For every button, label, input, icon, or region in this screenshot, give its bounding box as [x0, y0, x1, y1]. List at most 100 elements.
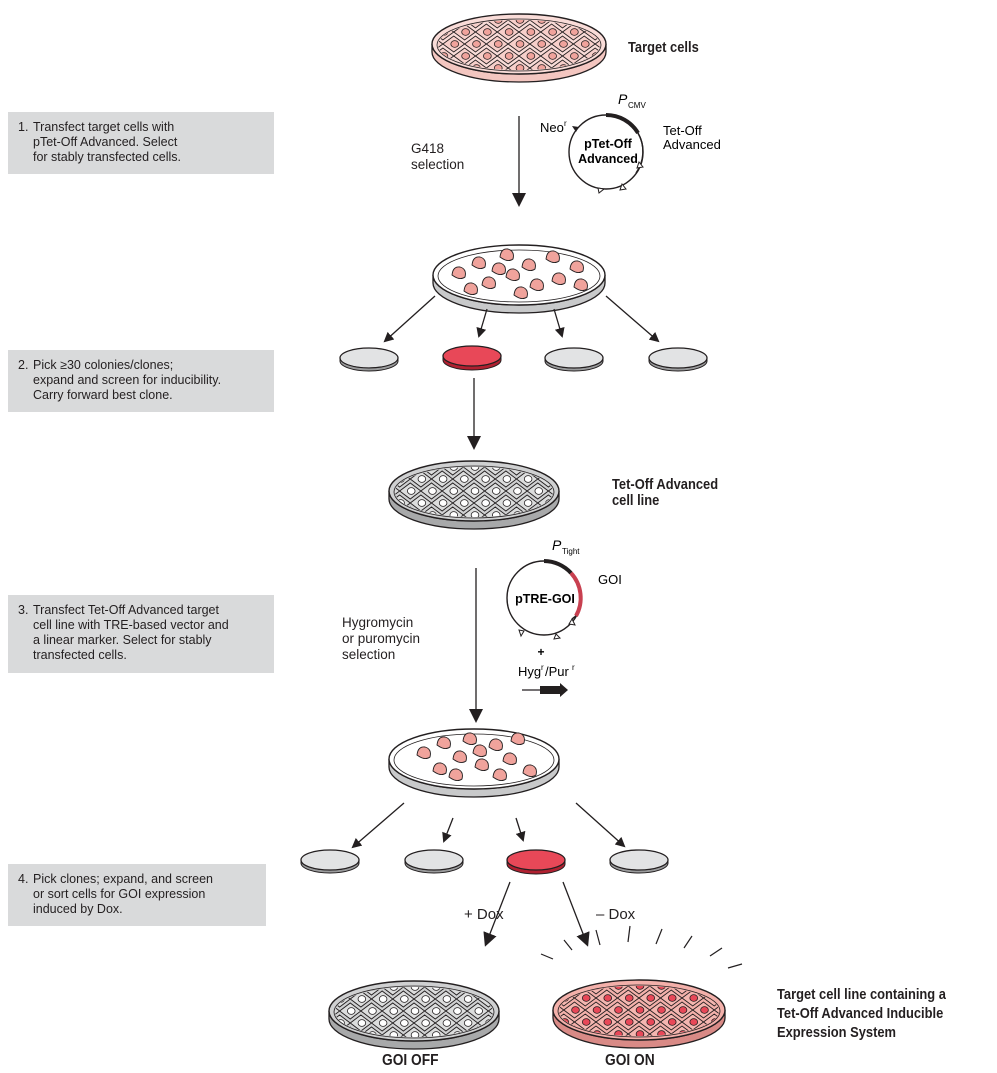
- step-text-line: a linear marker. Select for stably: [33, 633, 212, 647]
- cell-nucleus: [493, 20, 503, 24]
- cell-nucleus: [526, 28, 536, 36]
- cell-nucleus: [556, 464, 564, 471]
- cell-nucleus: [635, 1006, 645, 1014]
- plasmid1-name-line1: pTet-Off: [584, 137, 633, 151]
- cell: [606, 48, 628, 64]
- clone-plate-gray: [404, 849, 464, 874]
- cell-nucleus: [453, 1007, 462, 1015]
- tetoff-gene-line1: Tet-Off: [663, 123, 702, 138]
- cell: [335, 987, 341, 996]
- cell-nucleus: [400, 1019, 409, 1027]
- cell: [606, 24, 628, 40]
- step-text-line: expand and screen for inducibility.: [33, 373, 222, 387]
- colony-cell: [521, 258, 536, 272]
- cell-nucleus: [570, 28, 579, 36]
- cell: [381, 987, 405, 996]
- cell-nucleus: [550, 1031, 558, 1038]
- cell-nucleus: [483, 52, 492, 60]
- cell: [559, 471, 580, 487]
- tetoff-gene-line2: Advanced: [663, 137, 721, 152]
- cell-nucleus: [567, 476, 575, 483]
- cell-nucleus: [548, 28, 557, 36]
- cell-nucleus: [496, 984, 504, 991]
- colony-cell: [432, 762, 447, 776]
- plasmid2-name: pTRE-GOI: [515, 592, 575, 606]
- dish-inner-rim: [393, 465, 555, 519]
- dish-inner-rim: [557, 984, 721, 1038]
- cell-nucleus: [646, 994, 656, 1002]
- cell-nucleus: [450, 40, 460, 48]
- cell-nucleus: [515, 40, 525, 48]
- step-text-line: or sort cells for GOI expression: [33, 887, 206, 901]
- cell-nucleus: [347, 1007, 356, 1015]
- cell: [438, 20, 444, 29]
- step-text-line: Pick clones; expand, and screen: [33, 872, 213, 886]
- colony-cell: [481, 276, 496, 290]
- cell: [547, 467, 553, 476]
- cell-nucleus: [689, 1018, 699, 1026]
- cell-nucleus: [417, 499, 427, 507]
- cell-nucleus: [442, 995, 452, 1003]
- colony-cell: [573, 278, 588, 292]
- colony-cell: [451, 266, 466, 280]
- colony-cell: [545, 250, 560, 264]
- cell-nucleus: [603, 1018, 613, 1026]
- step-box-2: 2. Pick ≥30 colonies/clones; expand and …: [8, 350, 274, 412]
- cell-nucleus: [463, 995, 473, 1003]
- colony-cell: [529, 278, 544, 292]
- cell-nucleus: [635, 1030, 645, 1036]
- cell-nucleus: [581, 994, 591, 1002]
- cell-nucleus: [483, 28, 492, 36]
- colony-cell: [462, 732, 477, 746]
- promoter-cmv-label: P: [618, 91, 628, 107]
- cell: [487, 987, 493, 996]
- clone-plate-red: [442, 345, 502, 371]
- step-number: 2.: [18, 358, 29, 372]
- promoter-tight-sub: Tight: [562, 547, 580, 556]
- cell-nucleus: [442, 1019, 452, 1027]
- hygromycin-selection-label: Hygromycin or puromycin selection: [342, 615, 420, 663]
- target-cells-dish: [431, 13, 628, 83]
- cell-nucleus: [603, 17, 611, 24]
- goi-off-dish: [328, 980, 504, 1050]
- cell: [594, 20, 600, 29]
- step-number: 3.: [18, 603, 29, 617]
- cell: [529, 20, 553, 29]
- clone-plate-gray: [609, 849, 669, 874]
- minus-dox-label: – Dox: [596, 906, 636, 923]
- arrows: [351, 116, 660, 947]
- cell-nucleus: [368, 1007, 377, 1015]
- cell-nucleus: [537, 40, 547, 48]
- step-number: 4.: [18, 872, 29, 886]
- cell-nucleus: [678, 1006, 688, 1014]
- cell-nucleus: [461, 52, 470, 60]
- clone-plate-gray: [339, 347, 399, 372]
- tetoff-cell-line-line1: Tet-Off Advanced: [612, 476, 719, 493]
- colony-cell: [472, 744, 487, 758]
- step-text-line: cell line with TRE-based vector and: [33, 618, 229, 632]
- cell-nucleus: [481, 499, 490, 507]
- cell-nucleus: [657, 1006, 666, 1014]
- promoter-cmv-sub: CMV: [628, 101, 646, 110]
- g418-line2: selection: [411, 157, 465, 172]
- final-label-line2: Tet-Off Advanced Inducible: [777, 1005, 944, 1022]
- cell-nucleus: [556, 512, 564, 519]
- cell: [559, 986, 565, 995]
- cell: [725, 1014, 747, 1030]
- hyg-marker-sup: r: [541, 663, 544, 672]
- colonies-dish: [432, 244, 606, 314]
- cell-nucleus: [421, 995, 430, 1003]
- cell: [559, 495, 580, 511]
- cell-nucleus: [603, 994, 613, 1002]
- cell: [725, 990, 747, 1006]
- colony-cell: [436, 736, 451, 750]
- linear-marker-arrow: [540, 683, 568, 697]
- cell-nucleus: [667, 1018, 677, 1026]
- cell-nucleus: [428, 487, 437, 495]
- final-label-line3: Expression System: [777, 1024, 897, 1041]
- step-text-line: Transfect Tet-Off Advanced target: [33, 603, 219, 617]
- cell-nucleus: [432, 1007, 441, 1015]
- cell-nucleus: [438, 475, 448, 483]
- clone-plate-gray: [648, 347, 708, 372]
- cell-nucleus: [614, 1006, 623, 1014]
